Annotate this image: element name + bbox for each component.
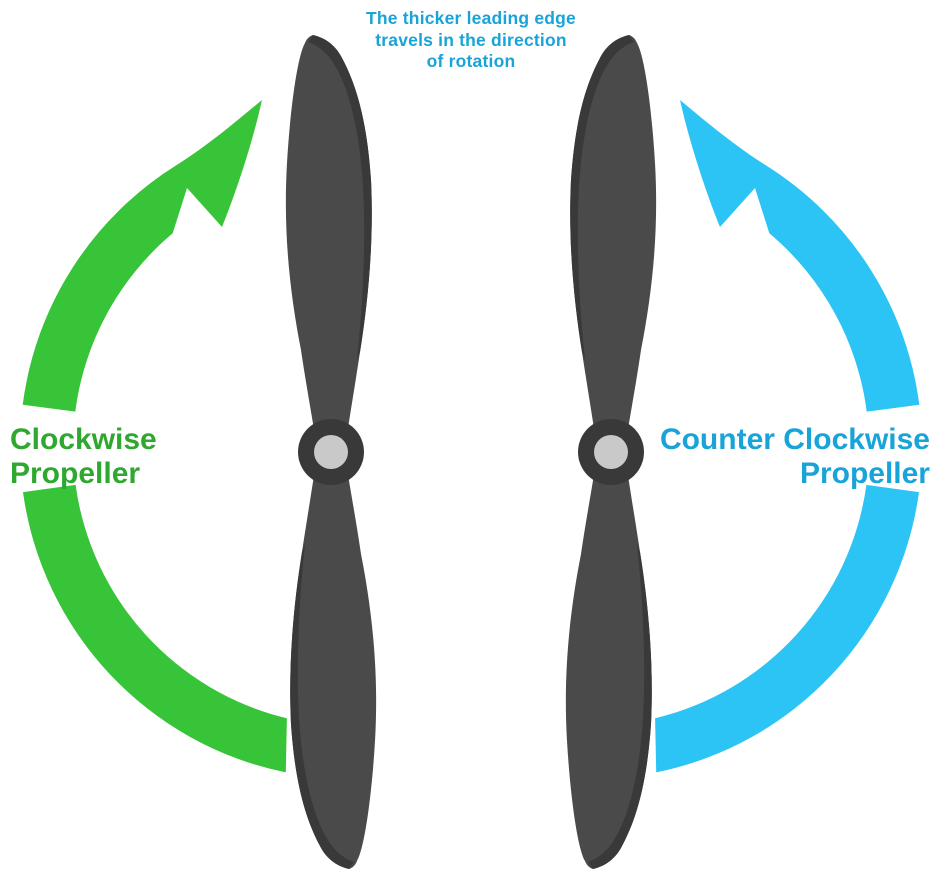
clockwise-propeller <box>286 35 376 869</box>
leading-edge-note: The thicker leading edge travels in the … <box>366 8 576 71</box>
counter-clockwise-propeller-label: Counter Clockwise Propeller <box>659 423 930 490</box>
counter-clockwise-propeller <box>566 35 656 869</box>
clockwise-propeller-label: Clockwise Propeller <box>10 423 157 490</box>
